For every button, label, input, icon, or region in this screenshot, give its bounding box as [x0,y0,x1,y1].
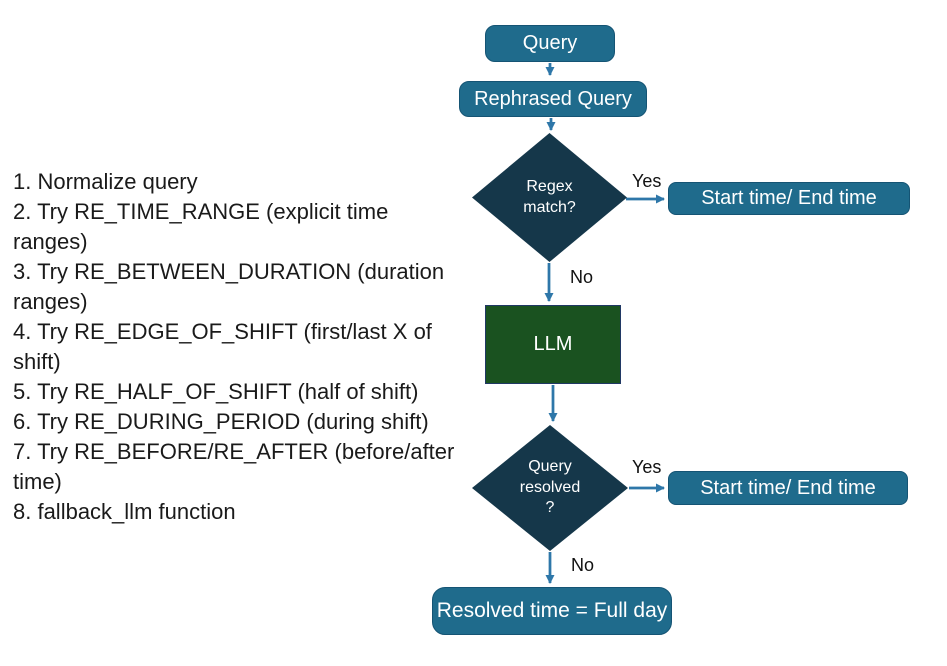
note-line: 3. Try RE_BETWEEN_DURATION (duration [13,259,445,284]
query-resolved-decision: Query resolved ? [472,425,628,551]
note-line: 6. Try RE_DURING_PERIOD (during shift) [13,409,429,434]
note-line: 7. Try RE_BEFORE/RE_AFTER (before/after [13,439,455,464]
start-end-time-node-top: Start time/ End time [668,182,910,215]
regex-match-decision: Regex match? [472,133,627,262]
note-line: 2. Try RE_TIME_RANGE (explicit time [13,199,389,224]
rephrased-query-node: Rephrased Query [459,81,647,117]
note-line: 1. Normalize query [13,169,198,194]
note-line: 5. Try RE_HALF_OF_SHIFT (half of shift) [13,379,419,404]
start-end-time-node-bottom: Start time/ End time [668,471,908,505]
edge-label-resolved-yes: Yes [632,457,662,477]
resolved-full-day-node: Resolved time = Full day [432,587,672,635]
notes-list: 1. Normalize query 2. Try RE_TIME_RANGE … [13,167,483,527]
note-line: 8. fallback_llm function [13,499,236,524]
llm-node: LLM [485,305,621,384]
edge-label-regex-no: No [570,267,594,287]
note-line: ranges) [13,289,88,314]
edge-label-resolved-no: No [571,555,595,575]
note-line: time) [13,469,62,494]
edge-label-regex-yes: Yes [632,171,662,191]
query-node: Query [485,25,615,62]
note-line: 4. Try RE_EDGE_OF_SHIFT (first/last X of [13,319,432,344]
note-line: ranges) [13,229,88,254]
note-line: shift) [13,349,61,374]
